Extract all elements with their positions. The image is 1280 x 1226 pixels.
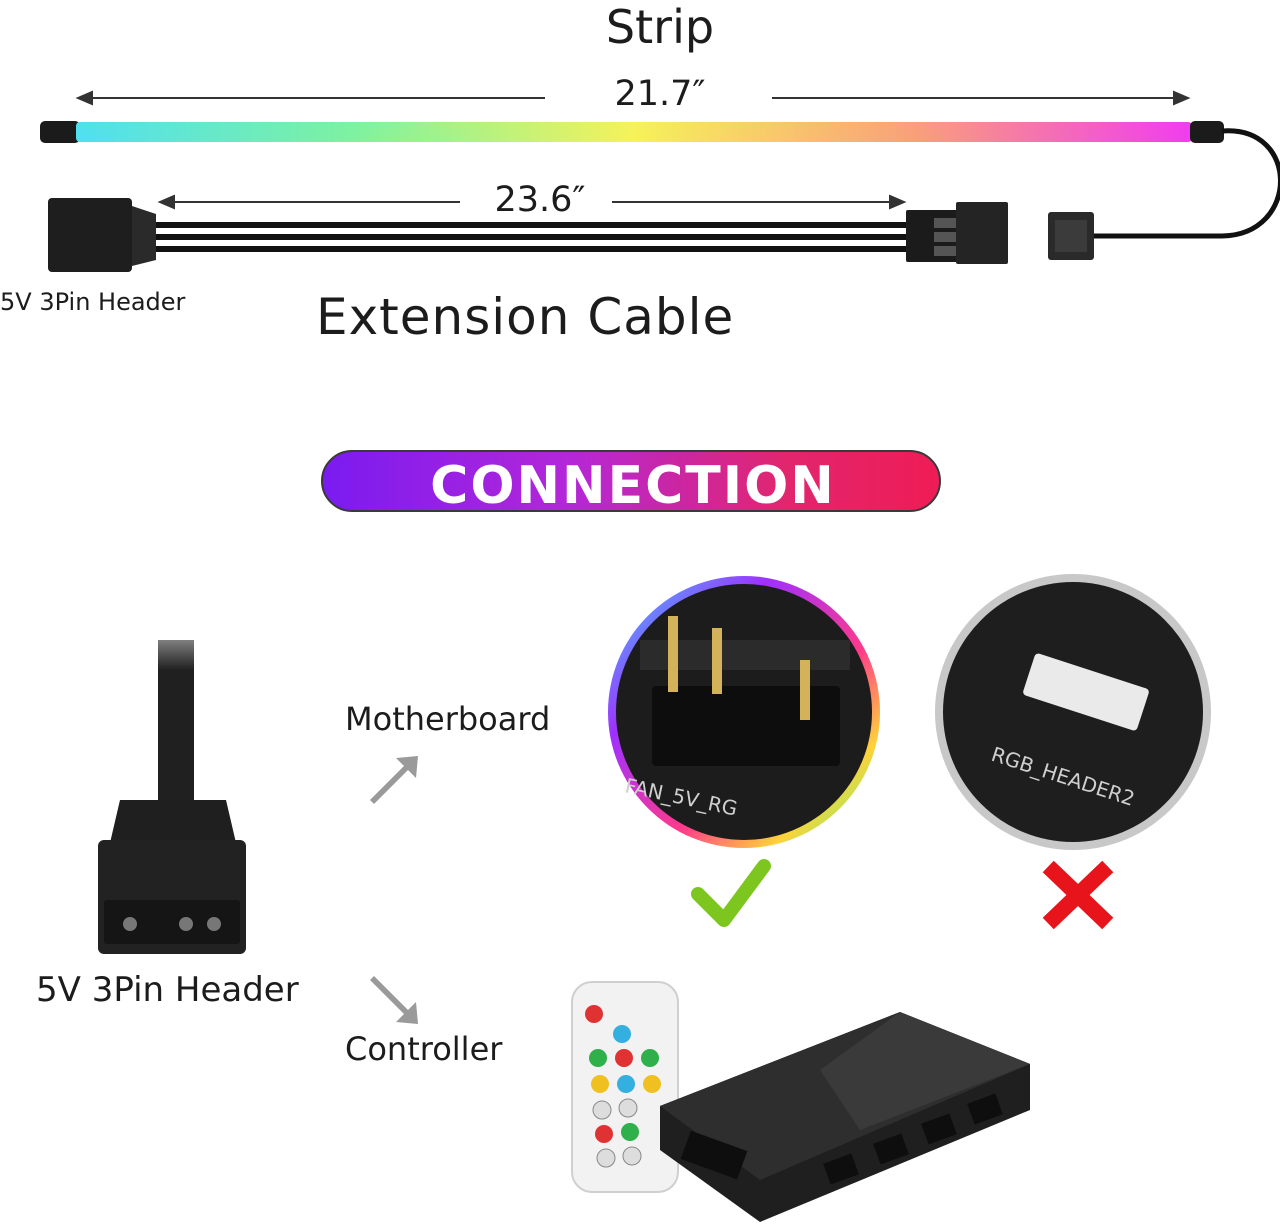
arrow-down-right-icon: [370, 976, 418, 1024]
header-connector-photo: [98, 600, 246, 954]
led-strip: [40, 121, 1280, 239]
connection-header-label: 5V 3Pin Header: [36, 970, 299, 1010]
extension-length-label: 23.6″: [494, 180, 586, 220]
controller-hub-photo: [660, 1012, 1030, 1222]
extension-header-label: 5V 3Pin Header: [0, 288, 186, 316]
remote-control-photo: [571, 981, 679, 1193]
check-icon: [691, 859, 771, 927]
extension-cable-title: Extension Cable: [316, 288, 735, 346]
connection-badge-text: CONNECTION: [430, 456, 836, 516]
motherboard-option-label: Motherboard: [345, 700, 551, 738]
strip-connector: [1048, 212, 1094, 260]
cross-icon: [1042, 860, 1114, 930]
strip-dimension-arrow: [75, 90, 1191, 106]
motherboard-12v-header-photo: RGB_HEADER2: [935, 574, 1211, 850]
arrow-up-right-icon: [370, 756, 418, 804]
controller-option-label: Controller: [345, 1030, 503, 1068]
strip-title: Strip: [605, 0, 715, 54]
extension-cable: [48, 198, 1008, 272]
strip-length-label: 21.7″: [614, 74, 706, 114]
motherboard-5v-header-photo: FAN_5V_RG: [608, 576, 880, 848]
extension-dimension-arrow: [157, 194, 907, 210]
connection-badge: CONNECTION: [321, 450, 941, 516]
